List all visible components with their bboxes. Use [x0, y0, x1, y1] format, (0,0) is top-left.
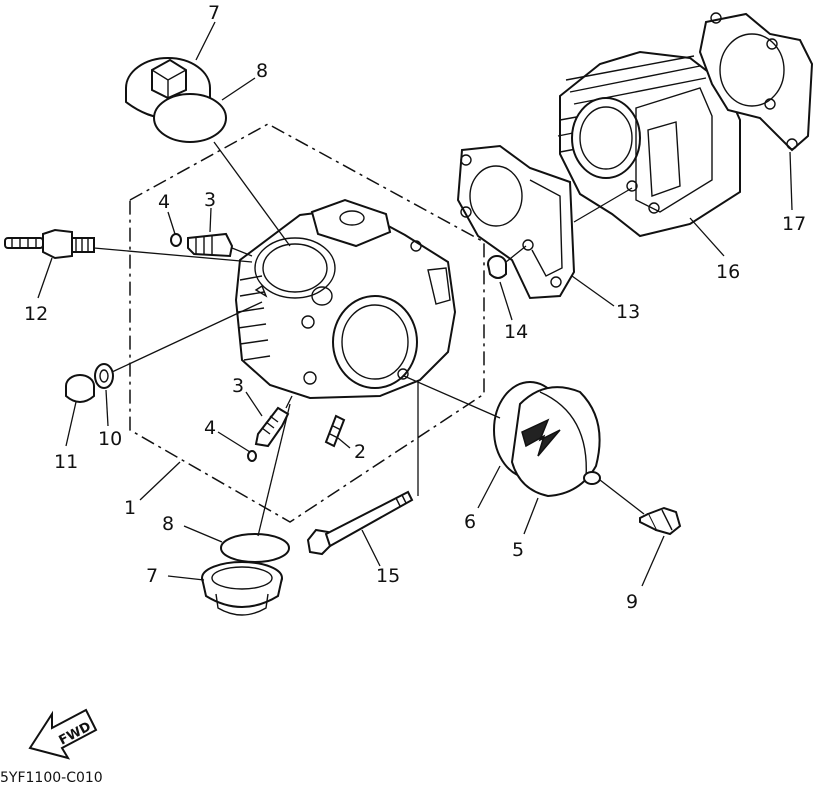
assembly-boundary [129, 123, 485, 523]
stud-2 [324, 414, 346, 448]
callout-2: 2 [354, 441, 366, 463]
side-cover-5 [510, 386, 601, 498]
clip-4-lower [247, 450, 257, 462]
callout-1: 1 [124, 497, 136, 519]
leader-lines [37, 21, 793, 587]
callout-3-lower: 3 [232, 375, 244, 397]
long-bolt-15 [306, 490, 414, 556]
gasket-17 [698, 12, 814, 152]
callout-4-upper: 4 [158, 191, 170, 213]
cylinder-head [234, 198, 457, 400]
clip-4-upper [170, 233, 182, 247]
gasket-13 [456, 144, 576, 300]
drain-bolt-11 [65, 374, 95, 403]
spark-plug [4, 228, 95, 260]
callout-4-lower: 4 [204, 417, 216, 439]
screw-9 [639, 506, 682, 536]
callout-3-upper: 3 [204, 189, 216, 211]
callout-5: 5 [512, 539, 524, 561]
callout-numbers: 7 8 4 3 12 11 10 3 4 2 1 8 7 15 14 13 16… [24, 2, 806, 613]
valve-guide-3-upper [187, 232, 234, 258]
callout-6: 6 [464, 511, 476, 533]
callout-17: 17 [782, 213, 806, 235]
callout-11: 11 [54, 451, 78, 473]
cylinder-16 [557, 50, 741, 238]
callout-15: 15 [376, 565, 400, 587]
callout-10: 10 [98, 428, 122, 450]
callout-12: 12 [24, 303, 48, 325]
o-ring-8-top [153, 93, 227, 143]
collar-14 [487, 255, 507, 279]
callout-9: 9 [626, 591, 638, 613]
callout-13: 13 [616, 301, 640, 323]
callout-16: 16 [716, 261, 740, 283]
callout-8-top: 8 [256, 60, 268, 82]
drawing-code: 5YF1100-C010 [0, 770, 103, 786]
valve-guide-3-lower [254, 406, 290, 448]
washer-10 [94, 363, 114, 389]
cap-7-lower [201, 561, 283, 616]
callout-7-lower: 7 [146, 565, 158, 587]
callout-7-top: 7 [208, 2, 220, 24]
callout-14: 14 [504, 321, 528, 343]
callout-8-lower: 8 [162, 513, 174, 535]
forward-direction-arrow: FWD [28, 708, 98, 760]
o-ring-8-lower [220, 533, 290, 563]
